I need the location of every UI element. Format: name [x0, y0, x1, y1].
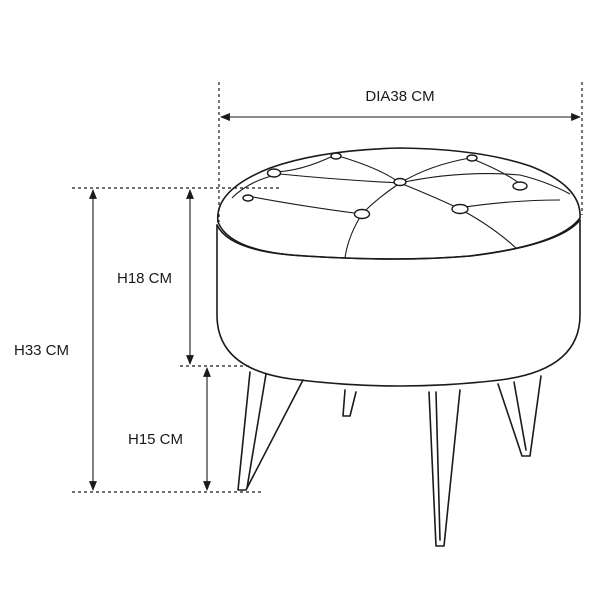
leg-back-left [342, 389, 357, 417]
button-front-right [451, 203, 469, 215]
hairpin-legs [237, 371, 542, 547]
extension-lines [72, 82, 583, 493]
leg-front-left [237, 371, 304, 491]
button-back-left [330, 152, 342, 160]
cushion-top [217, 147, 581, 260]
seam-left [231, 173, 401, 199]
button-center [393, 177, 407, 187]
seam-back-right-curve [469, 157, 521, 185]
button-back-right [466, 154, 478, 162]
button-far-left [242, 194, 254, 202]
dimension-arrows [89, 113, 581, 491]
ottoman-illustration [216, 147, 581, 547]
seam-front-right [399, 182, 517, 249]
seam-right-lower [457, 199, 561, 209]
button-right [512, 181, 528, 191]
seam-front-left [344, 182, 401, 259]
tufting-buttons [242, 152, 528, 220]
button-front-left [353, 208, 371, 220]
leg-back-right [497, 375, 542, 457]
seam-right [399, 173, 571, 195]
button-left [266, 168, 282, 178]
diameter-label: DIA38 CM [365, 88, 434, 105]
leg-front-left-inner [246, 373, 267, 489]
leg-back-right-inner [513, 381, 527, 451]
leg-height-label: H15 CM [128, 431, 183, 448]
seam-back-right [399, 157, 471, 184]
seam-left-lower [247, 195, 363, 215]
seat-height-label: H18 CM [117, 270, 172, 287]
leg-front-right-inner [435, 391, 441, 541]
seam-back-left [334, 154, 401, 184]
leg-front-right [428, 389, 461, 547]
total-height-label: H33 CM [14, 342, 69, 359]
seat-body [216, 219, 581, 387]
tuft-seams [231, 154, 571, 259]
